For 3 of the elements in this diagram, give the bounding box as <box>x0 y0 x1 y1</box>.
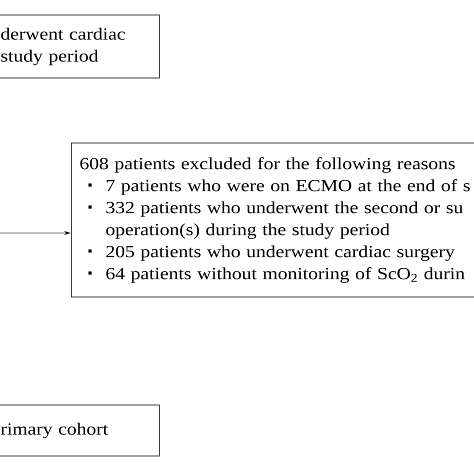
flow-box: rimary cohort <box>0 404 160 456</box>
exclusion-box: 608 patients excluded for the following reasons 7 patients who were on ECMO at the end of s 332 patients who underwent the second or su operation(s) during the study period 205 patients who underwent cardiac surgery 64 patients without monitoring of ScO$_{2}$ durin <box>71 142 474 298</box>
flow-box: derwent cardiac study period <box>0 14 160 78</box>
